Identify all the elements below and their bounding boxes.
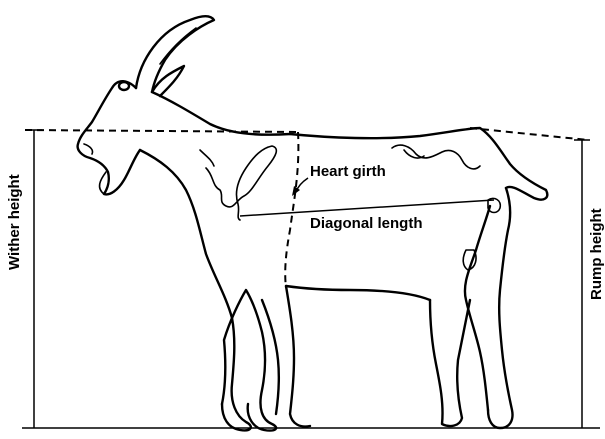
wither-height-measure	[25, 130, 300, 428]
wither-height-label: Wither height	[6, 174, 23, 270]
heart-girth-line	[285, 132, 298, 288]
rump-height-label: Rump height	[588, 208, 605, 300]
diagonal-length-label: Diagonal length	[310, 215, 423, 232]
heart-girth-arrow	[292, 178, 308, 196]
diagonal-length-line	[240, 200, 494, 216]
heart-girth-label: Heart girth	[310, 163, 386, 180]
rump-height-measure	[470, 128, 590, 428]
